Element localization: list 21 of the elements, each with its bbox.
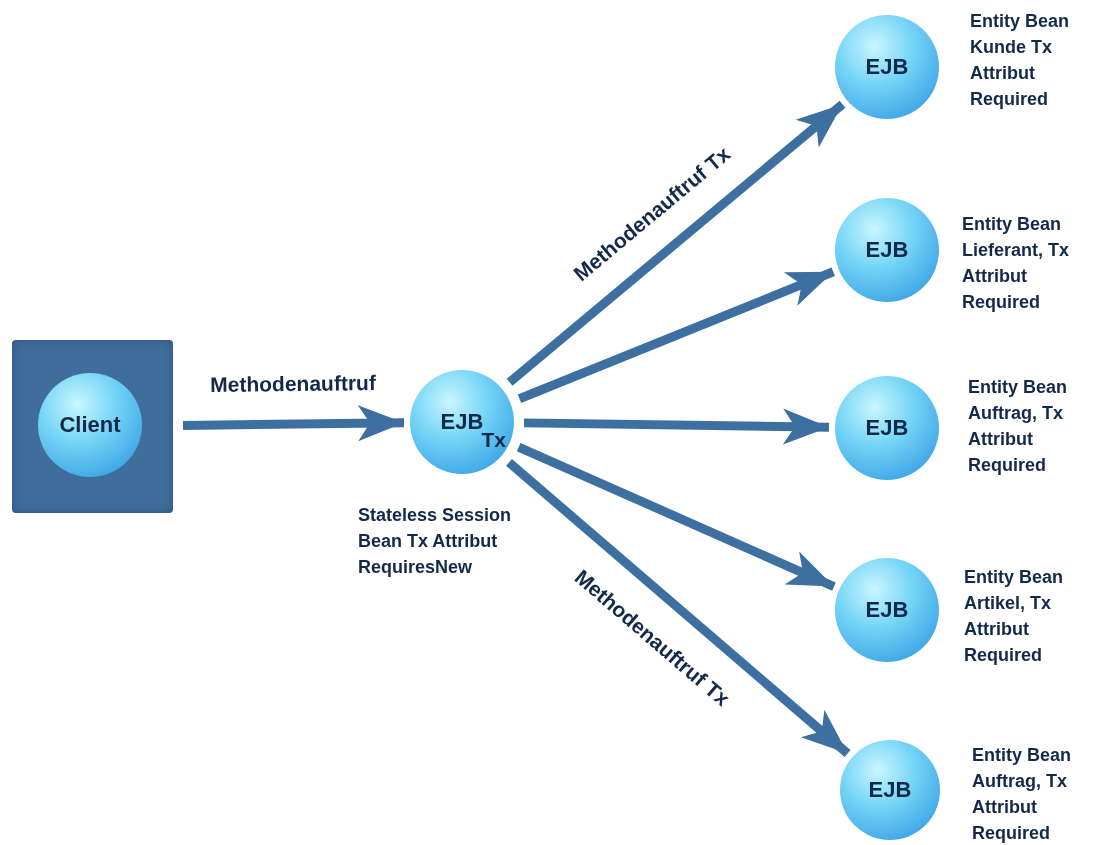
bean-description: Entity Bean Artikel, Tx Attribut Required	[964, 566, 1065, 667]
arrow	[516, 442, 836, 591]
arrow	[517, 267, 835, 403]
arrow	[506, 459, 851, 757]
arrow	[182, 405, 405, 442]
node-label: Tx	[481, 428, 506, 452]
bean-description: Entity Bean Kunde Tx Attribut Required	[970, 10, 1071, 111]
bean-description: Entity Bean Auftrag, Tx Attribut Required	[968, 376, 1069, 477]
arrow	[523, 408, 830, 445]
node-label: EJB	[868, 777, 912, 803]
node-label: Client	[59, 412, 121, 438]
node-label: EJB	[865, 597, 909, 623]
node-label: EJB	[865, 415, 909, 441]
bean-description: Entity Bean Lieferant, Tx Attribut Required	[962, 213, 1071, 314]
bean-description: Stateless Session Bean Tx Attribut RequiresNew	[358, 504, 513, 579]
node-label: EJB	[440, 409, 484, 434]
node-label: EJB	[865, 237, 909, 263]
client-panel	[12, 340, 173, 513]
node-label: EJB	[865, 54, 909, 80]
bean-description: Entity Bean Auftrag, Tx Attribut Required	[972, 744, 1073, 845]
arrow	[506, 100, 846, 386]
